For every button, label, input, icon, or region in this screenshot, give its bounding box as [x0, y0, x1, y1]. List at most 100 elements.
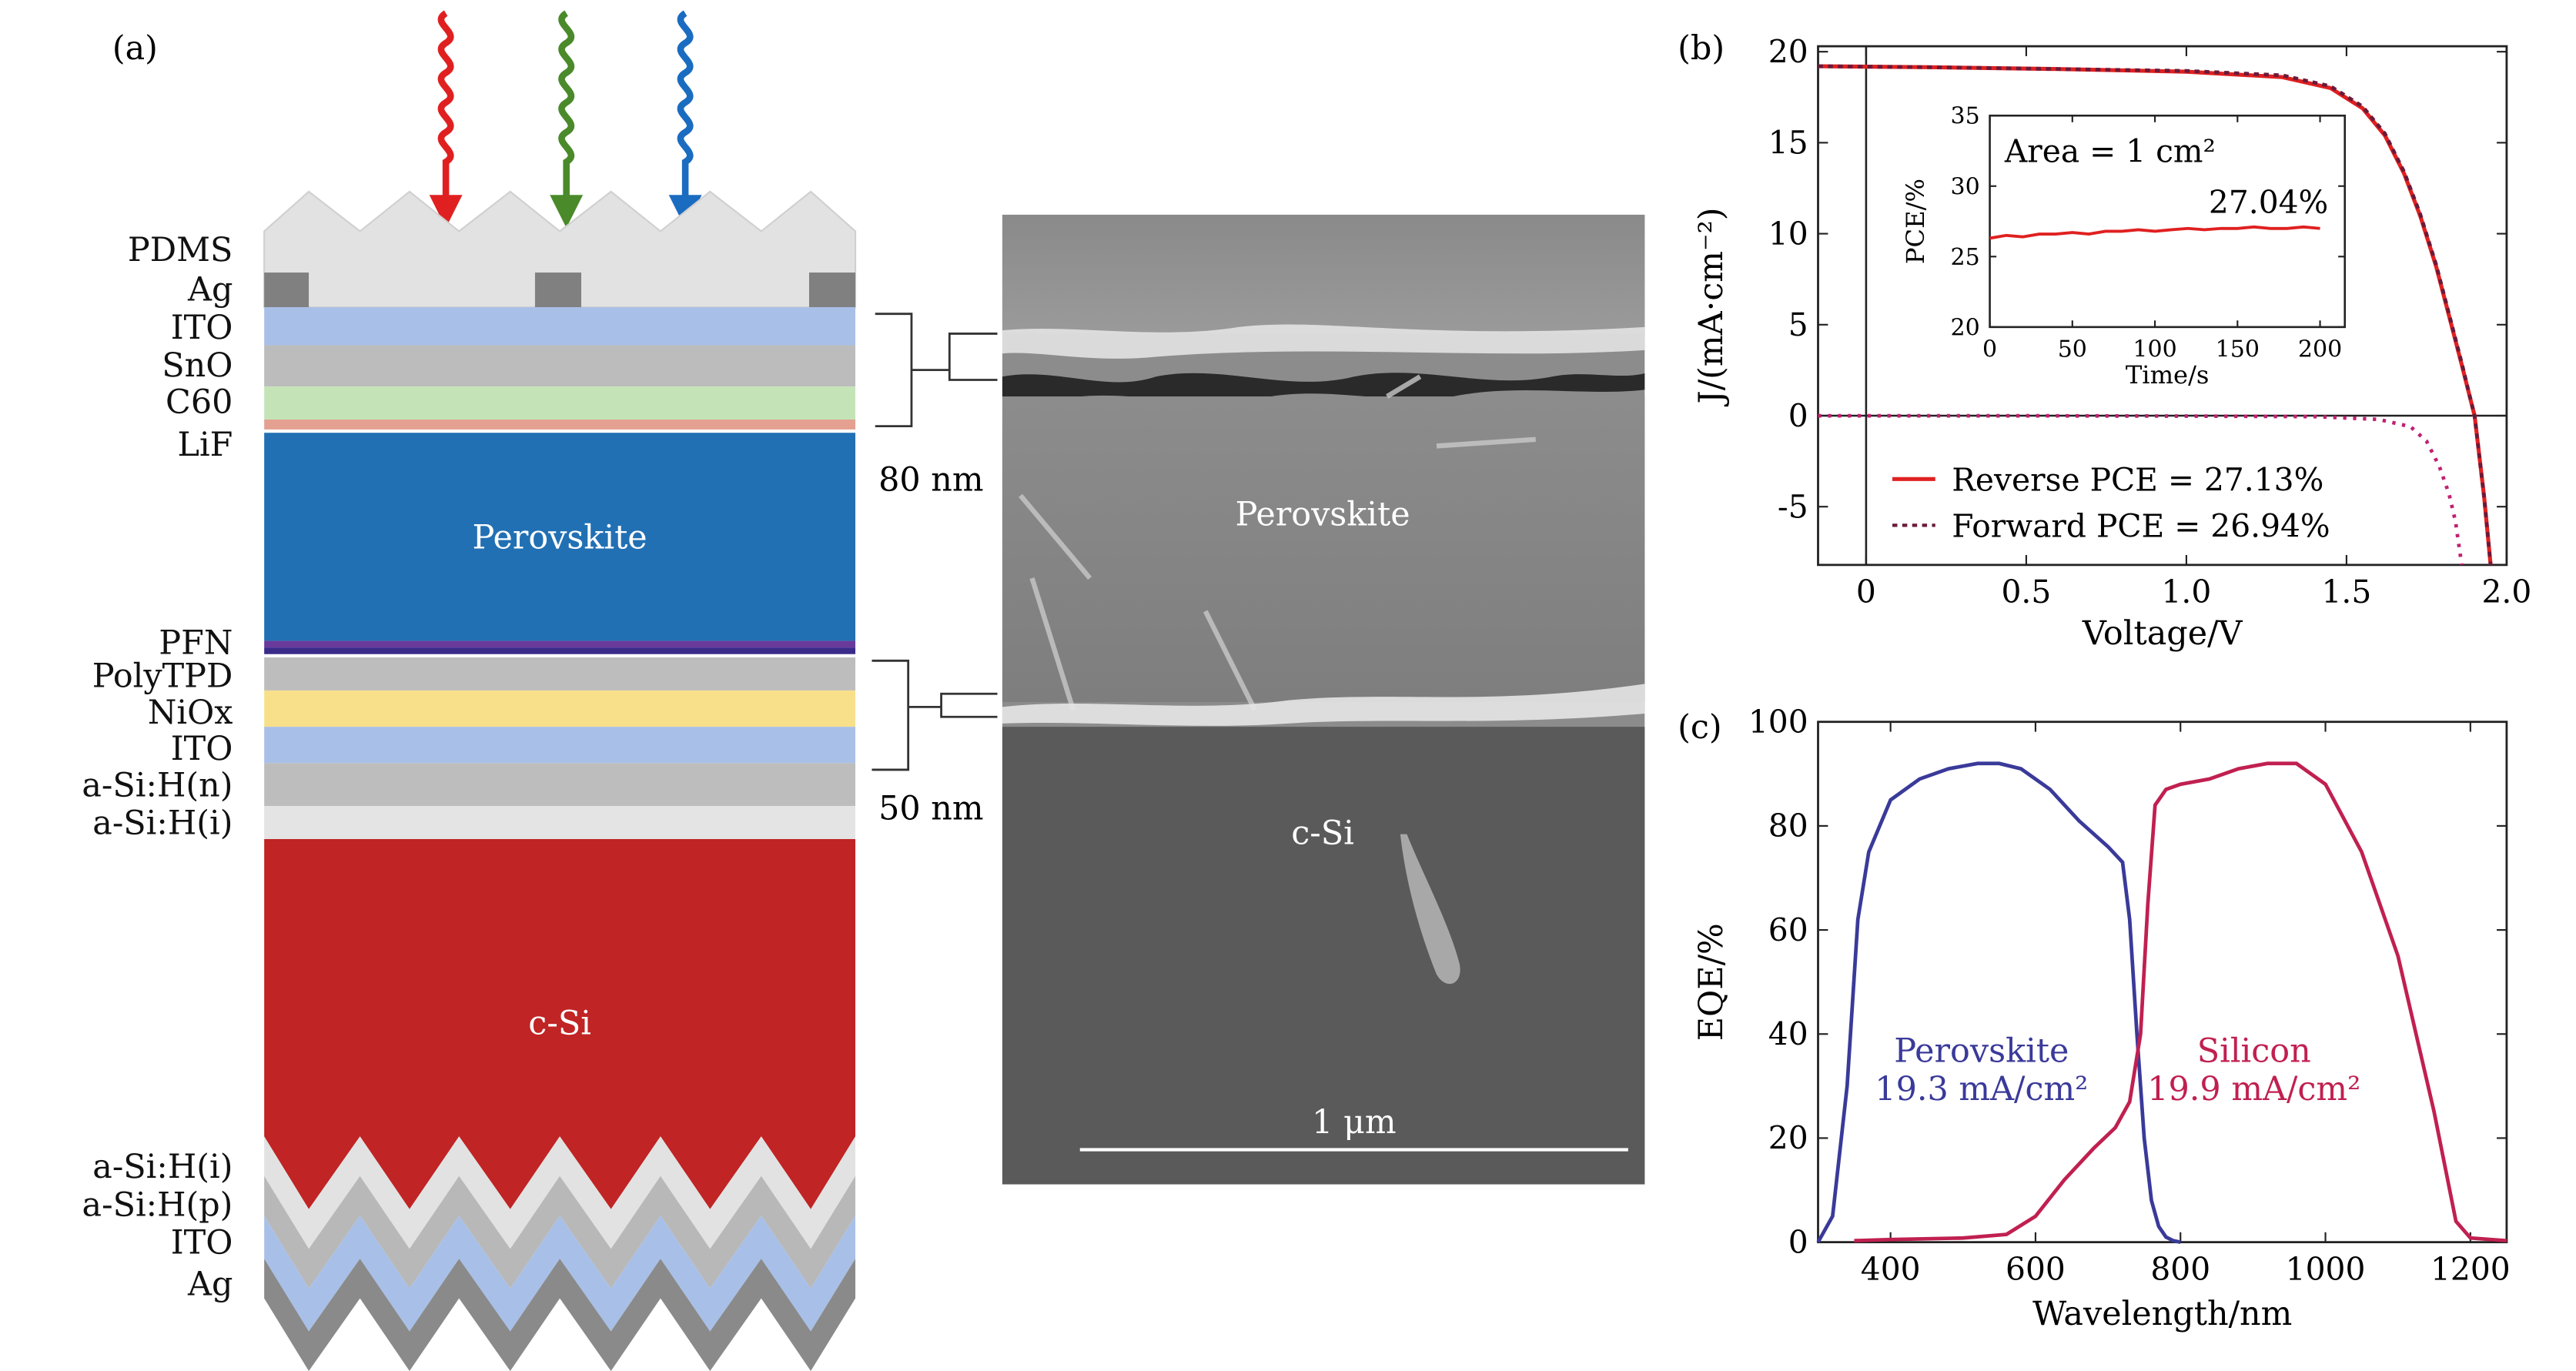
inset-xtick-label: 100 — [2133, 336, 2176, 363]
ag-finger-1 — [264, 273, 309, 308]
sem-image: Perovskite c-Si 1 μm — [1002, 214, 1645, 1185]
eqe-xtick-label: 400 — [1861, 1251, 1921, 1288]
layer-ag-bottom — [264, 1259, 856, 1371]
jv-frame — [1817, 45, 2508, 567]
legend-label-reverse: Reverse PCE = 27.13% — [1952, 461, 2323, 498]
eqe-series-line — [1854, 761, 2507, 1243]
sem-streaks — [1019, 374, 1536, 712]
jv-xtick-label: 0.5 — [2002, 573, 2052, 610]
layer-lif — [264, 420, 856, 430]
sem-particle — [1400, 834, 1460, 985]
csi-layer-label: c-Si — [528, 1004, 591, 1042]
inset-ytick-label: 35 — [1951, 103, 1980, 130]
jv-ytick-label: 15 — [1768, 125, 1808, 162]
label-ag-top: Ag — [187, 271, 233, 309]
eqe-ytick-label: 100 — [1748, 704, 1808, 741]
inset-pce-annotation: 27.04% — [2209, 184, 2328, 221]
sem-top-region — [1002, 214, 1645, 334]
panel-label-c: (c) — [1678, 708, 1721, 747]
layer-asi-n — [264, 763, 856, 807]
jv-ytick-label: 0 — [1788, 397, 1808, 434]
eqe-current-perovskite: 19.3 mA/cm² — [1875, 1070, 2088, 1109]
scale-bar-label: 1 μm — [1312, 1103, 1396, 1142]
layer-pfn — [264, 640, 856, 648]
inset-frame — [1989, 114, 2347, 329]
eqe-xtick-label: 600 — [2006, 1251, 2066, 1288]
eqe-label-silicon: Silicon — [2197, 1032, 2311, 1071]
label-polytpd: PolyTPD — [92, 657, 233, 696]
jv-ytick-label: 5 — [1788, 306, 1808, 343]
jv-xtick-label: 1.5 — [2322, 573, 2372, 610]
light-arrow-blue — [668, 10, 702, 229]
inset-ytick-label: 20 — [1951, 314, 1980, 341]
eqe-label-perovskite: Perovskite — [1894, 1032, 2069, 1071]
sem-bottom-interface — [1002, 684, 1645, 726]
label-pfn: PFN — [159, 624, 233, 663]
jv-series-line — [1818, 64, 2493, 565]
layer-perovskite — [264, 433, 856, 641]
label-asi-n: a-Si:H(n) — [82, 766, 233, 804]
jv-xtick-label: 1.0 — [2162, 573, 2212, 610]
eqe-frame — [1817, 721, 2508, 1244]
sem-csi-region — [1002, 727, 1645, 1185]
eqe-series-line — [1816, 761, 2181, 1244]
ag-finger-2 — [534, 273, 581, 308]
layer-c60 — [264, 386, 856, 420]
inset-ylabel: PCE/% — [1901, 179, 1930, 264]
jv-series-line — [1818, 64, 2493, 565]
layer-pfn-edge — [264, 647, 856, 654]
eqe-xtick-label: 800 — [2150, 1251, 2210, 1288]
eqe-ytick-label: 40 — [1768, 1016, 1808, 1053]
inset-xtick-label: 50 — [2058, 336, 2087, 363]
inset-ytick-label: 30 — [1951, 173, 1980, 200]
bracket-top — [875, 313, 998, 428]
layer-labels: PDMS Ag ITO SnO C60 LiF PFN PolyTPD NiOx… — [82, 231, 233, 1303]
label-c60: C60 — [166, 383, 233, 421]
jv-xtick-label: 0 — [1856, 573, 1876, 610]
sem-perovskite-region — [1002, 396, 1645, 702]
layer-polytpd — [264, 657, 856, 691]
label-asi-p: a-Si:H(p) — [82, 1185, 233, 1224]
perovskite-layer-label: Perovskite — [473, 518, 647, 557]
layer-asi-i — [264, 806, 856, 840]
label-sno: SnO — [162, 346, 233, 385]
layer-ito-bottom — [264, 1216, 856, 1332]
inset-ytick-label: 25 — [1951, 244, 1980, 271]
sem-perovskite-label: Perovskite — [1235, 495, 1410, 533]
layer-ito-mid — [264, 727, 856, 764]
jv-ytick-label: 20 — [1768, 33, 1808, 70]
label-asi-i-bottom: a-Si:H(i) — [92, 1148, 233, 1186]
label-lif: LiF — [177, 426, 233, 464]
sem-csi-label: c-Si — [1291, 814, 1354, 852]
eqe-ytick-label: 60 — [1768, 911, 1808, 948]
light-arrow-green — [550, 10, 584, 229]
layer-ito-top — [264, 307, 856, 346]
sem-dark-interface — [1002, 373, 1645, 403]
eqe-xlabel: Wavelength/nm — [2032, 1295, 2292, 1333]
bracket-top-label: 80 nm — [878, 460, 983, 499]
eqe-current-silicon: 19.9 mA/cm² — [2147, 1070, 2360, 1109]
eqe-xtick-label: 1000 — [2286, 1251, 2366, 1288]
layer-sno — [264, 345, 856, 387]
label-ag-bottom: Ag — [187, 1265, 233, 1303]
inset-xtick-label: 150 — [2216, 336, 2260, 363]
inset-xlabel: Time/s — [2126, 360, 2210, 390]
jv-ylabel: J/(mA·cm⁻²) — [1692, 207, 1731, 406]
inset-xtick-label: 0 — [1982, 336, 1997, 363]
layer-niox — [264, 690, 856, 727]
jv-ytick-label: -5 — [1778, 488, 1808, 525]
eqe-ylabel: EQE/% — [1692, 923, 1731, 1041]
eqe-ytick-label: 0 — [1788, 1224, 1808, 1261]
bracket-mid-label: 50 nm — [878, 789, 983, 828]
ag-finger-3 — [808, 273, 856, 308]
jv-xlabel: Voltage/V — [2082, 614, 2243, 653]
layer-asi-p — [264, 1175, 856, 1289]
layer-csi — [264, 839, 856, 1209]
eqe-ytick-label: 20 — [1768, 1120, 1808, 1157]
label-pdms: PDMS — [128, 231, 233, 269]
inset-xtick-label: 200 — [2298, 336, 2342, 363]
